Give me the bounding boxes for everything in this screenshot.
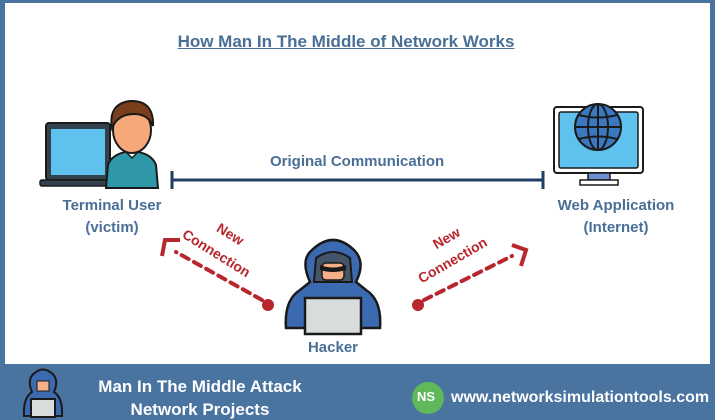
ns-logo-text: NS [417,389,436,404]
victim-label: Terminal User [62,197,162,214]
original-communication-line [170,171,545,189]
ns-logo [412,382,444,414]
footer-title-line1: Man In The Middle Attack [98,377,302,396]
footer-title-line2: Network Projects [130,400,270,419]
server-label: Web Application [557,197,675,214]
hacker-label: Hacker [307,339,359,356]
left-new-connection-arrow [160,238,274,311]
right-new-connection-arrow [412,243,529,311]
footer-hacker-icon [22,368,64,418]
hacker-icon [284,238,382,336]
server-sublabel: (Internet) [583,219,649,236]
original-communication-label: Original Communication [270,153,445,170]
diagram-title: How Man In The Middle of Network Works [177,32,515,51]
monitor-globe-icon [553,103,644,186]
user-avatar-icon [104,99,160,189]
footer-url-link[interactable]: www.networksimulationtools.com [451,389,710,406]
laptop-icon [39,122,117,187]
victim-sublabel: (victim) [85,219,139,236]
